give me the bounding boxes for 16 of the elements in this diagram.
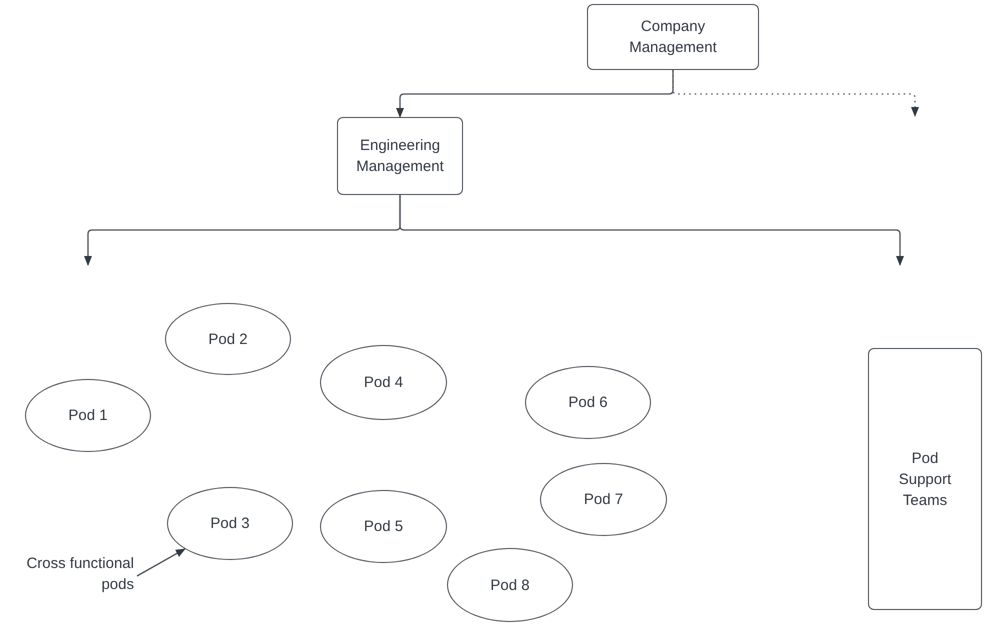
- support-box: Pod Support Teams: [868, 348, 982, 610]
- process-box: Engineering Management: [337, 117, 463, 195]
- pod-ellipse: Pod 7: [540, 463, 667, 536]
- pod-ellipse: Pod 6: [525, 366, 651, 439]
- arrow: [136, 548, 186, 577]
- arrow: [399, 195, 904, 266]
- pod-ellipse: Pod 4: [320, 345, 447, 420]
- pod-ellipse: Pod 1: [25, 379, 151, 452]
- pod-ellipse: Pod 2: [165, 303, 291, 375]
- pod-ellipse: Pod 3: [167, 487, 293, 560]
- pod-ellipse: Pod 8: [447, 548, 573, 622]
- arrow: [396, 70, 674, 118]
- pod-ellipse: Pod 5: [320, 490, 447, 563]
- dotted-arrow: [672, 70, 919, 117]
- annotation-text: Cross functional pods: [6, 552, 138, 596]
- process-box: Company Management: [587, 4, 759, 70]
